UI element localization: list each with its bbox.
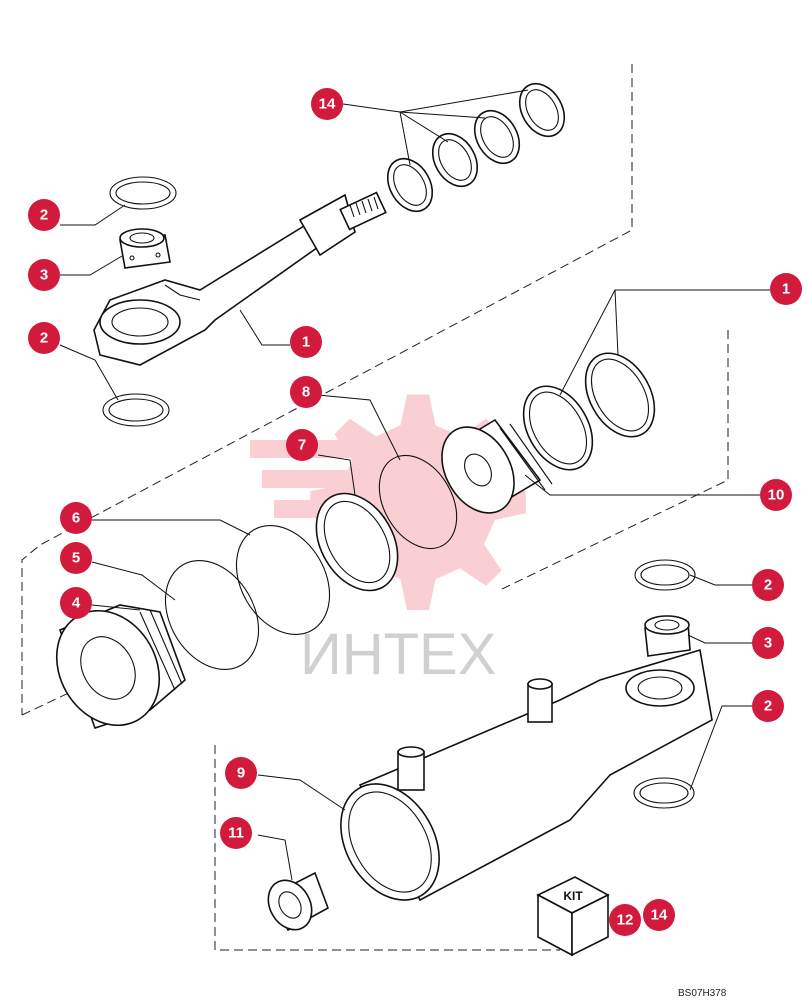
callout-2-top-left: 2 bbox=[28, 199, 60, 231]
piston-rod bbox=[93, 191, 387, 366]
svg-text:9: 9 bbox=[237, 765, 245, 782]
callout-1-rod: 1 bbox=[290, 326, 322, 358]
piston-rings-right bbox=[522, 352, 656, 471]
o-ring-6 bbox=[235, 525, 331, 635]
leader-lines bbox=[59, 89, 770, 881]
snap-ring-bottom-right-top bbox=[634, 559, 696, 591]
svg-text:8: 8 bbox=[302, 384, 310, 401]
bushing-top-left bbox=[119, 228, 171, 269]
o-ring-5 bbox=[164, 560, 260, 670]
drawing-code: BS07H378 bbox=[678, 988, 727, 999]
callout-8: 8 bbox=[290, 376, 322, 408]
piston bbox=[441, 418, 553, 514]
callout-11: 11 bbox=[220, 817, 252, 849]
callout-6: 6 bbox=[60, 502, 92, 534]
snap-ring-bottom-right bbox=[633, 777, 695, 809]
kit-label: KIT bbox=[563, 889, 583, 903]
gland-nut-4 bbox=[55, 604, 186, 730]
o-ring-8 bbox=[378, 454, 458, 550]
cylinder-barrel bbox=[340, 648, 713, 902]
snap-ring-mid-left bbox=[102, 393, 170, 427]
callout-2-bottom-right: 2 bbox=[752, 690, 784, 722]
callout-10: 10 bbox=[760, 479, 792, 511]
callout-2-mid-left: 2 bbox=[28, 322, 60, 354]
svg-text:12: 12 bbox=[617, 912, 634, 929]
svg-text:14: 14 bbox=[319, 96, 336, 113]
svg-text:10: 10 bbox=[768, 487, 785, 504]
svg-text:5: 5 bbox=[72, 550, 80, 567]
svg-text:1: 1 bbox=[782, 281, 790, 298]
seal-rings-top bbox=[386, 82, 566, 213]
callout-2-bottom-right-top: 2 bbox=[752, 569, 784, 601]
callout-14-kit: 14 bbox=[643, 899, 675, 931]
callout-14-top: 14 bbox=[311, 88, 343, 120]
svg-text:3: 3 bbox=[40, 267, 48, 284]
callout-4: 4 bbox=[60, 587, 92, 619]
svg-text:14: 14 bbox=[651, 907, 668, 924]
callout-7: 7 bbox=[286, 429, 318, 461]
snap-ring-top-left bbox=[109, 176, 177, 210]
kit-box: KIT bbox=[536, 876, 610, 957]
svg-text:11: 11 bbox=[228, 825, 244, 842]
callout-3-top-left: 3 bbox=[28, 259, 60, 291]
callout-5: 5 bbox=[60, 542, 92, 574]
watermark-text: ИНТЕХ bbox=[300, 622, 496, 687]
callout-3-bottom-right: 3 bbox=[752, 627, 784, 659]
bushing-bottom-right bbox=[644, 615, 691, 657]
callout-9: 9 bbox=[225, 757, 257, 789]
backup-ring-7 bbox=[315, 492, 399, 592]
svg-text:7: 7 bbox=[298, 437, 306, 454]
svg-text:2: 2 bbox=[40, 330, 48, 347]
svg-text:1: 1 bbox=[302, 334, 310, 351]
callout-1-right: 1 bbox=[770, 273, 802, 305]
svg-text:2: 2 bbox=[764, 577, 772, 594]
callout-12: 12 bbox=[609, 904, 641, 936]
svg-text:6: 6 bbox=[72, 510, 80, 527]
bushing-11 bbox=[267, 871, 329, 932]
svg-text:3: 3 bbox=[764, 635, 772, 652]
svg-text:4: 4 bbox=[72, 595, 81, 612]
svg-text:2: 2 bbox=[40, 207, 48, 224]
svg-text:2: 2 bbox=[764, 698, 772, 715]
